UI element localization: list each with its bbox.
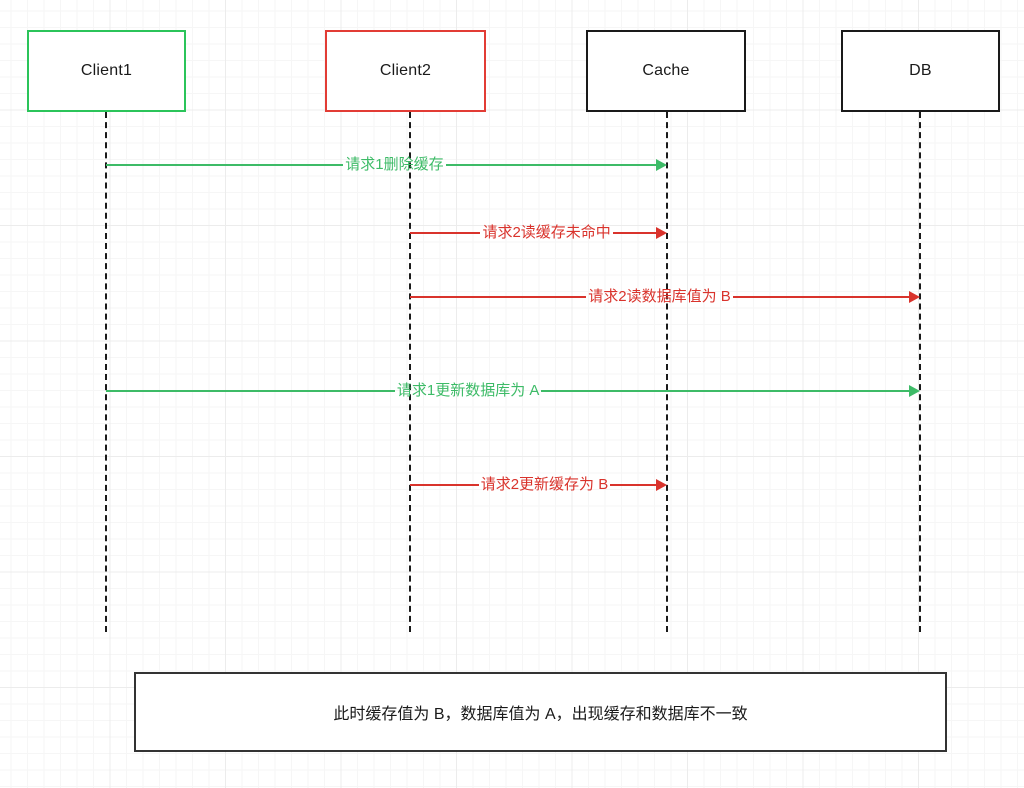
participant-label: Cache [642,62,690,79]
arrowhead-icon [656,479,667,491]
message-line [541,390,909,392]
message-arrow-1[interactable]: 请求1删除缓存 [106,155,667,175]
participant-box-cache[interactable]: Cache [586,30,746,112]
participant-label: Client2 [379,62,432,79]
participant-box-client2[interactable]: Client2 [325,30,486,112]
lifeline-db [919,112,921,632]
message-line [410,232,481,234]
participant-label: DB [909,62,932,79]
message-line [106,164,344,166]
arrowhead-icon [655,159,667,171]
arrowhead-icon [909,291,921,303]
message-label: 请求1删除缓存 [345,155,444,173]
message-line [106,390,395,392]
lifeline-cache [666,112,668,632]
message-line [612,232,656,234]
message-line [445,164,656,166]
participant-box-client1[interactable]: Client1 [27,30,186,112]
message-line [410,296,587,298]
message-label: 请求2读缓存未命中 [482,223,611,241]
message-arrow-2[interactable]: 请求2读缓存未命中 [410,223,667,243]
message-line [410,484,479,486]
message-label: 请求1更新数据库为 A [396,381,540,399]
note-box[interactable]: 此时缓存值为 B，数据库值为 A，出现缓存和数据库不一致 [134,672,947,752]
lifeline-client2 [409,112,411,632]
message-line [610,484,656,486]
note-text: 此时缓存值为 B，数据库值为 A，出现缓存和数据库不一致 [333,706,748,723]
message-arrow-3[interactable]: 请求2读数据库值为 B [410,287,921,307]
arrowhead-icon [909,385,920,397]
message-arrow-4[interactable]: 请求1更新数据库为 A [106,381,920,401]
message-line [732,296,910,298]
participant-box-db[interactable]: DB [841,30,1000,112]
message-label: 请求2读数据库值为 B [588,287,731,305]
message-label: 请求2更新缓存为 B [480,475,609,493]
lifeline-client1 [105,112,107,632]
message-arrow-5[interactable]: 请求2更新缓存为 B [410,475,667,495]
arrowhead-icon [656,227,667,239]
participant-label: Client1 [80,62,133,79]
